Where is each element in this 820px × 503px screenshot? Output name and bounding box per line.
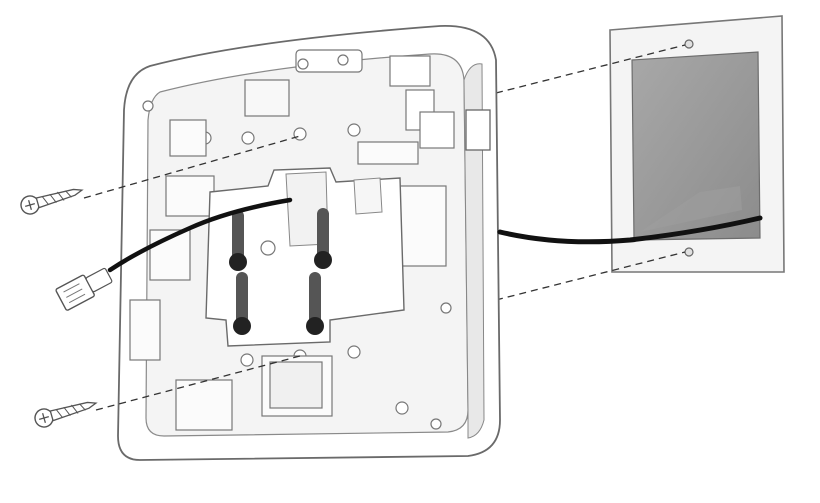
wall-junction-box (609, 15, 785, 273)
side-latch-tab (465, 109, 491, 151)
alignment-guides (495, 44, 686, 301)
mounting-slot-left (229, 210, 251, 335)
wall-box-screw-hole-top (684, 39, 694, 49)
ethernet-connector (55, 267, 113, 311)
screw-guides (83, 135, 301, 411)
mounting-slot-right (306, 208, 332, 335)
network-cable (55, 197, 763, 311)
wall-box-screw-hole-bottom (684, 247, 694, 257)
mount-plate (117, 25, 501, 461)
mounting-screw-top (20, 188, 84, 215)
mounting-screw-bottom (34, 401, 98, 428)
